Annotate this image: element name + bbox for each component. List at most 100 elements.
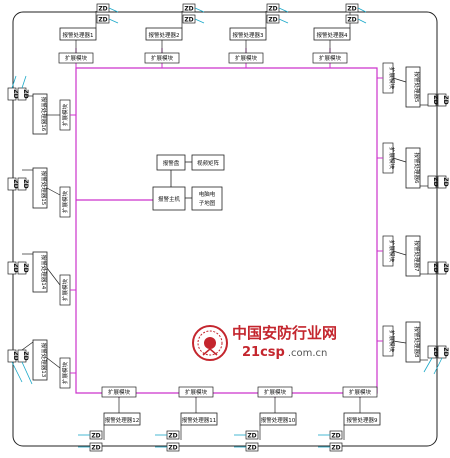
extension-module-label: 扩展模块 xyxy=(61,191,69,214)
processor-box xyxy=(32,251,48,293)
zone-label: ZD xyxy=(184,17,193,24)
unit-p7: 扩展模块 报警处理器7 ZD ZD xyxy=(377,235,449,277)
extension-module-label: 扩展模块 xyxy=(388,240,396,263)
zone-box xyxy=(7,261,17,275)
zone-box xyxy=(437,261,447,275)
zone-box xyxy=(427,175,437,189)
zone-box xyxy=(427,93,437,107)
zone-label: ZD xyxy=(247,445,256,452)
zone-label: ZD xyxy=(184,6,193,13)
zone-label: ZD xyxy=(432,95,439,104)
zone-box xyxy=(7,177,17,191)
extension-module-label: 扩展模块 xyxy=(388,330,396,353)
processor-label: 报警处理器15 xyxy=(40,171,48,206)
unit-p1: 扩展模块 报警处理器1 ZD ZD xyxy=(58,3,119,68)
zone-label: ZD xyxy=(168,433,177,440)
processor-label: 报警处理器2 xyxy=(149,31,180,39)
csp-logo-icon xyxy=(192,325,228,361)
processor-label: 报警处理器6 xyxy=(413,153,421,185)
processor-box xyxy=(259,412,297,426)
zone-label: ZD xyxy=(442,347,449,356)
zone-label: ZD xyxy=(442,95,449,104)
watermark: 中国安防行业网 21csp.com.cn xyxy=(192,324,337,361)
unit-p6: 扩展模块 报警处理器6 ZD ZD xyxy=(377,142,449,189)
zone-box xyxy=(437,175,447,189)
zone-box xyxy=(17,261,27,275)
extension-module-label: 扩展模块 xyxy=(349,388,372,396)
processor-box xyxy=(59,27,97,41)
zone-label: ZD xyxy=(432,347,439,356)
zone-label: ZD xyxy=(347,17,356,24)
extension-module-label: 扩展模块 xyxy=(61,362,69,385)
extension-module-label: 扩展模块 xyxy=(185,388,208,396)
unit-p14: 扩展模块 报警处理器14 ZD ZD xyxy=(7,251,76,306)
unit-p13: 扩展模块 报警处理器13 ZD ZD xyxy=(7,339,76,389)
zone-label: ZD xyxy=(91,433,100,440)
processor-box xyxy=(343,412,381,426)
unit-p4: 扩展模块 报警处理器4 ZD ZD xyxy=(312,3,367,68)
outer-loop-line xyxy=(12,11,438,447)
host-label: 报警主机 xyxy=(158,195,181,203)
processor-label: 报警处理器14 xyxy=(40,255,48,290)
zone-label: ZD xyxy=(22,89,29,98)
zone-label: ZD xyxy=(432,263,439,272)
unit-p16: 扩展模块 报警处理器16 ZD ZD xyxy=(7,75,76,135)
processor-box xyxy=(32,167,48,209)
processor-box xyxy=(405,147,421,189)
zone-label: ZD xyxy=(442,177,449,186)
zone-label: ZD xyxy=(347,6,356,13)
zone-box xyxy=(427,261,437,275)
zone-label: ZD xyxy=(22,263,29,272)
unit-p12: 扩展模块 报警处理器12 ZD ZD xyxy=(78,386,141,452)
zone-label: ZD xyxy=(331,445,340,452)
extension-module-label: 扩展模块 xyxy=(319,54,342,62)
processor-box xyxy=(32,93,48,135)
processor-box xyxy=(405,235,421,277)
zone-box xyxy=(437,93,447,107)
processor-box xyxy=(313,27,351,41)
extension-module-label: 扩展模块 xyxy=(61,279,69,302)
processor-label: 报警处理器4 xyxy=(317,31,349,39)
zone-label: ZD xyxy=(168,445,177,452)
zone-label: ZD xyxy=(12,89,19,98)
unit-p3: 扩展模块 报警处理器3 ZD ZD xyxy=(228,3,289,68)
zone-label: ZD xyxy=(98,6,107,13)
e-map-box xyxy=(191,186,223,211)
zone-label: ZD xyxy=(22,351,29,360)
processor-box xyxy=(405,66,421,108)
extension-module-label: 扩展模块 xyxy=(388,67,396,90)
processor-box xyxy=(180,412,218,426)
zone-label: ZD xyxy=(12,263,19,272)
zone-label: ZD xyxy=(12,179,19,188)
zone-label: ZD xyxy=(12,351,19,360)
processor-box xyxy=(32,339,48,381)
processor-box xyxy=(229,27,267,41)
processor-label: 报警处理器3 xyxy=(233,31,265,39)
processor-label: 报警处理器7 xyxy=(413,241,421,273)
processor-box xyxy=(145,27,183,41)
video-matrix-label: 视频矩阵 xyxy=(197,159,220,167)
processor-label: 报警处理器8 xyxy=(413,327,421,359)
unit-p11: 扩展模块 报警处理器11 ZD ZD xyxy=(155,386,218,452)
watermark-url-brand: 21csp xyxy=(242,345,285,360)
zone-label: ZD xyxy=(22,179,29,188)
watermark-name: 中国安防行业网 xyxy=(232,324,337,342)
extension-module-label: 扩展模块 xyxy=(65,54,88,62)
center-block: 报警盘 视频矩阵 报警主机 电脑电 子地图 xyxy=(152,154,225,211)
zone-label: ZD xyxy=(331,433,340,440)
unit-p9: 扩展模块 报警处理器9 ZD ZD xyxy=(318,386,381,452)
processor-label: 报警处理器13 xyxy=(40,343,48,378)
e-map-label-2: 子地图 xyxy=(199,199,216,207)
processor-label: 报警处理器12 xyxy=(105,416,140,424)
extension-module-label: 扩展模块 xyxy=(264,388,287,396)
extension-module-label: 扩展模块 xyxy=(388,147,396,170)
processor-label: 报警处理器1 xyxy=(63,31,94,39)
extension-module-label: 扩展模块 xyxy=(235,54,258,62)
host-box xyxy=(152,186,186,211)
processor-label: 报警处理器11 xyxy=(182,416,217,424)
extension-module-label: 扩展模块 xyxy=(151,54,174,62)
processor-label: 报警处理器5 xyxy=(413,72,421,104)
extension-module-label: 扩展模块 xyxy=(108,388,131,396)
alarm-panel-label: 报警盘 xyxy=(163,159,180,167)
extension-module-box xyxy=(59,186,71,218)
